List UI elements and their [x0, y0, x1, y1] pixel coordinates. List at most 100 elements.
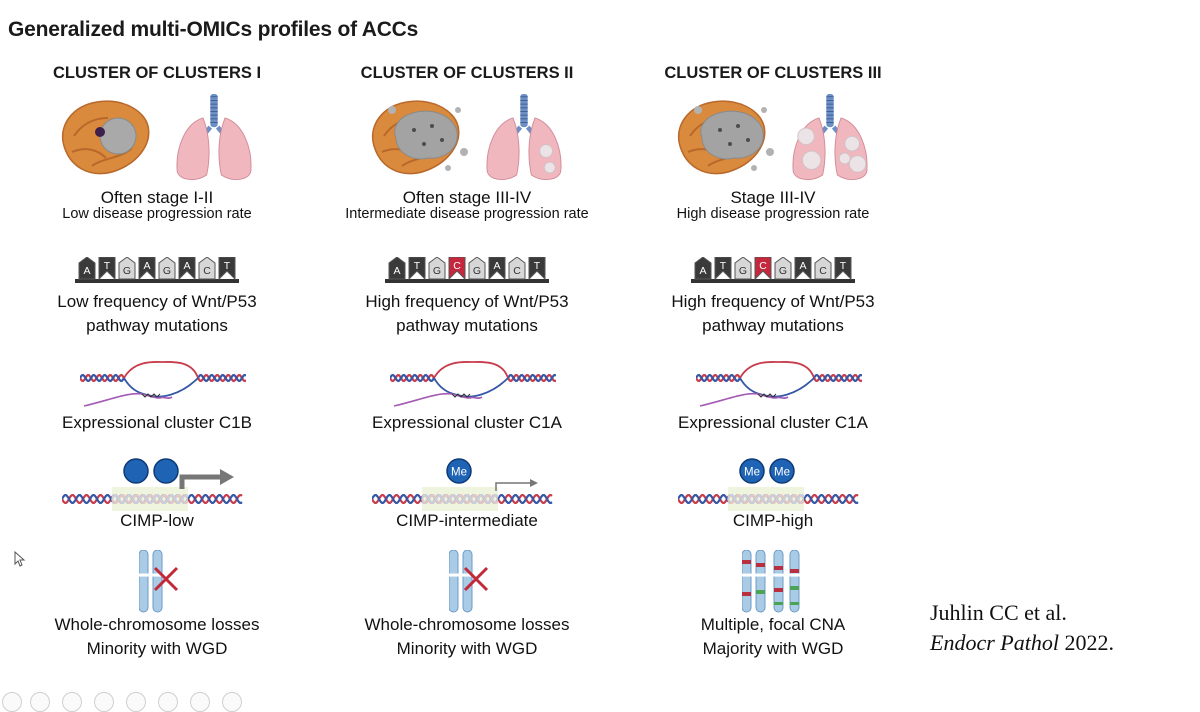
- cimp-text: CIMP-intermediate: [396, 511, 538, 530]
- dna-base-letter: C: [759, 260, 767, 272]
- stage-text: Often stage I-II: [100, 188, 214, 207]
- lung-icon: [176, 94, 252, 180]
- svg-text:Me: Me: [744, 467, 760, 479]
- svg-text:Me: Me: [451, 467, 467, 479]
- dna-base-letter: A: [143, 260, 150, 272]
- mutation-text-line2: pathway mutations: [86, 316, 228, 335]
- cimp-text: CIMP-high: [732, 511, 814, 530]
- adrenal-tumor-icon: [61, 100, 150, 175]
- dna-base-letter: G: [779, 265, 787, 277]
- dna-base-letter: T: [840, 260, 847, 272]
- dna-base: [794, 257, 812, 281]
- dna-base-letter: G: [433, 265, 441, 277]
- cimp-text: CIMP-low: [120, 511, 194, 530]
- toolbar-zoom-button[interactable]: [126, 692, 146, 712]
- dna-base: [98, 257, 116, 281]
- rna-transcription-icon: [696, 361, 862, 407]
- cluster-column-2: CLUSTER OF CLUSTERS II Often stage III-I…: [312, 0, 622, 701]
- toolbar-prev-button[interactable]: [2, 692, 22, 712]
- cna-text-line1: Whole-chromosome losses: [364, 615, 570, 634]
- slide-title: Generalized multi-OMICs profiles of ACCs: [8, 18, 419, 41]
- dna-base-letter: A: [83, 265, 90, 277]
- dna-base: [78, 257, 96, 280]
- stage-text: Stage III-IV: [730, 188, 816, 207]
- dna-base-letter: G: [473, 265, 481, 277]
- stage-text: Often stage III-IV: [402, 188, 532, 207]
- cna-text-line2: Minority with WGD: [396, 639, 538, 658]
- citation-year: 2022.: [1058, 630, 1114, 655]
- dna-base-letter: C: [513, 265, 521, 277]
- dna-base: [734, 257, 752, 280]
- dna-base: [138, 257, 156, 281]
- toolbar-subtitle-button[interactable]: [158, 692, 178, 712]
- methyl-group-icon: [123, 458, 149, 484]
- cluster-heading: CLUSTER OF CLUSTERS III: [664, 64, 882, 82]
- rna-transcription-icon: [390, 361, 556, 407]
- citation-authors: Juhlin CC et al.: [930, 600, 1067, 625]
- toolbar-camera-button[interactable]: [190, 692, 210, 712]
- toolbar-grid-button[interactable]: [94, 692, 114, 712]
- dna-base: [448, 257, 466, 281]
- cluster-column-3: CLUSTER OF CLUSTERS III Stage III-IV Hig…: [618, 0, 928, 701]
- mouse-cursor-icon: [14, 551, 26, 567]
- mutation-text-line2: pathway mutations: [702, 316, 844, 335]
- expression-cluster-text: Expressional cluster C1A: [372, 413, 562, 432]
- chromosome-icon: [449, 550, 489, 613]
- methyl-group-icon: [446, 458, 472, 484]
- cna-text-line2: Majority with WGD: [702, 639, 844, 658]
- toolbar-more-button[interactable]: [222, 692, 242, 712]
- progression-text: Low disease progression rate: [62, 206, 252, 222]
- dna-base: [118, 257, 136, 280]
- methyl-group-icon: [153, 458, 179, 484]
- dna-base: [694, 257, 712, 280]
- citation-journal: Endocr Pathol: [930, 630, 1059, 655]
- dna-base-letter: A: [183, 260, 190, 272]
- progression-text: High disease progression rate: [676, 206, 870, 222]
- lung-icon: [792, 94, 868, 180]
- svg-text:Me: Me: [774, 467, 790, 479]
- cluster-heading: CLUSTER OF CLUSTERS II: [360, 64, 574, 82]
- dna-base-letter: C: [203, 265, 211, 277]
- methyl-group-icon: [769, 458, 795, 484]
- dna-base: [488, 257, 506, 281]
- expression-cluster-text: Expressional cluster C1A: [678, 413, 868, 432]
- dna-base: [158, 257, 176, 280]
- dna-base: [754, 257, 772, 281]
- dna-base-letter: T: [414, 260, 421, 272]
- dna-base: [508, 257, 526, 280]
- dna-base-letter: A: [799, 260, 806, 272]
- dna-base: [408, 257, 426, 281]
- methylation-icon: Me Me: [678, 458, 859, 511]
- dna-base-letter: G: [123, 265, 131, 277]
- dna-base-letter: T: [104, 260, 111, 272]
- presentation-toolbar[interactable]: [0, 690, 260, 712]
- methylation-icon: [62, 458, 243, 511]
- toolbar-pen-button[interactable]: [62, 692, 82, 712]
- dna-base: [814, 257, 832, 280]
- cna-text-line1: Multiple, focal CNA: [700, 615, 846, 634]
- citation: Juhlin CC et al. Endocr Pathol 2022.: [930, 598, 1114, 658]
- toolbar-play-button[interactable]: [30, 692, 50, 712]
- dna-base: [198, 257, 216, 280]
- adrenal-tumor-icon: [677, 100, 774, 175]
- dna-base: [178, 257, 196, 281]
- mutation-text-line1: High frequency of Wnt/P53: [365, 292, 569, 311]
- dna-base-letter: A: [493, 260, 500, 272]
- expression-cluster-text: Expressional cluster C1B: [62, 413, 252, 432]
- dna-base-letter: C: [819, 265, 827, 277]
- rna-transcription-icon: [80, 361, 246, 407]
- dna-base: [468, 257, 486, 280]
- mutation-text-line1: Low frequency of Wnt/P53: [57, 292, 257, 311]
- dna-base-letter: T: [720, 260, 727, 272]
- dna-base: [774, 257, 792, 280]
- chromosome-icon: [742, 550, 800, 613]
- adrenal-tumor-icon: [371, 100, 468, 175]
- cluster-heading: CLUSTER OF CLUSTERS I: [52, 64, 262, 82]
- chromosome-icon: [139, 550, 179, 613]
- dna-base-letter: A: [699, 265, 706, 277]
- mutation-text-line2: pathway mutations: [396, 316, 538, 335]
- dna-base: [428, 257, 446, 280]
- cna-text-line1: Whole-chromosome losses: [54, 615, 260, 634]
